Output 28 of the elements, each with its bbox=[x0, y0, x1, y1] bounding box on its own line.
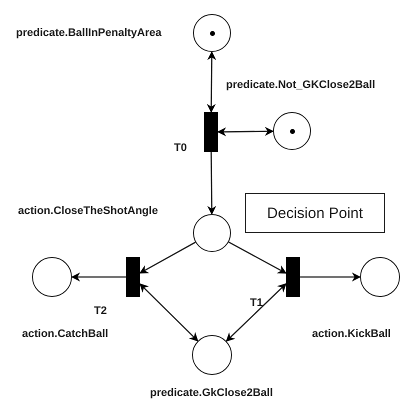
place-label: action.CloseTheShotAngle bbox=[18, 205, 158, 217]
arrow bbox=[226, 283, 287, 342]
place-label: predicate.Not_GKClose2Ball bbox=[226, 79, 376, 91]
place-circle bbox=[273, 112, 311, 150]
place-circle bbox=[360, 257, 400, 297]
transition-label: T1 bbox=[250, 297, 263, 309]
arrow bbox=[207, 152, 216, 215]
transition-label: T2 bbox=[94, 305, 107, 317]
arrow bbox=[217, 126, 274, 136]
place-circle bbox=[193, 14, 231, 52]
place-label: action.CatchBall bbox=[22, 328, 108, 340]
arrow bbox=[206, 51, 216, 113]
transition-label: T0 bbox=[174, 142, 187, 154]
transition-bar bbox=[126, 257, 140, 297]
transition-bar bbox=[204, 112, 218, 152]
place-circle bbox=[193, 214, 231, 252]
arrow bbox=[139, 242, 196, 274]
place-circle bbox=[192, 335, 232, 375]
arrow bbox=[139, 283, 198, 342]
transition-bar bbox=[286, 257, 300, 297]
arrow bbox=[71, 272, 126, 282]
place-circle bbox=[32, 257, 72, 297]
place-label: action.KickBall bbox=[312, 328, 391, 340]
text-box: Decision Point bbox=[245, 193, 385, 233]
arrow bbox=[228, 242, 287, 274]
arrow bbox=[300, 272, 361, 282]
place-label: predicate.BallInPenaltyArea bbox=[16, 27, 162, 39]
place-label: predicate.GkClose2Ball bbox=[150, 387, 273, 399]
